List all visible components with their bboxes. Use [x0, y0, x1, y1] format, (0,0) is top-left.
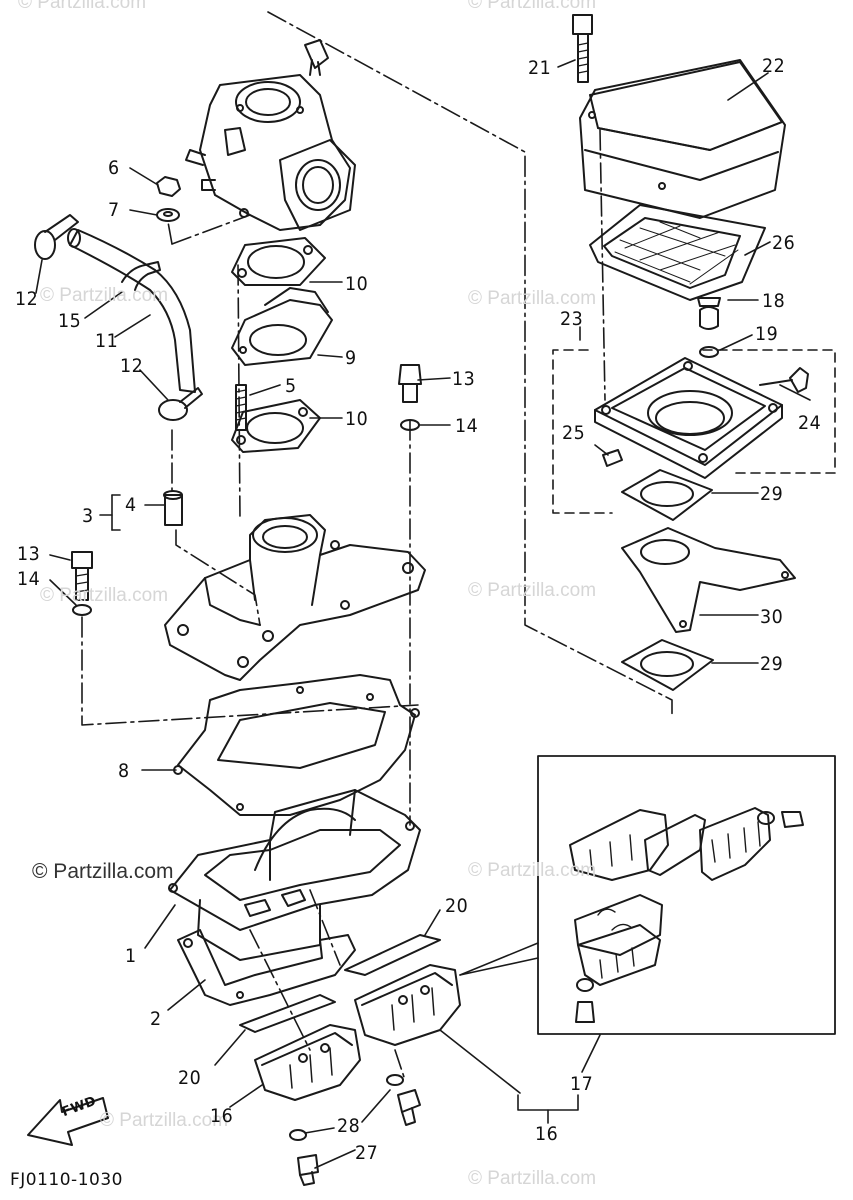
bolt-part-13-left — [72, 552, 92, 600]
washer-part-19 — [700, 347, 718, 357]
callout-14-left: 14 — [17, 568, 41, 590]
callout-26: 26 — [772, 232, 796, 254]
callout-leaders — [36, 60, 810, 1168]
reed-valve-part-16-left — [255, 1025, 360, 1100]
gasket-part-2 — [178, 930, 355, 1005]
callout-20-right: 20 — [445, 895, 469, 917]
bolt-part-21 — [573, 15, 592, 82]
callout-1: 1 — [125, 945, 137, 967]
callout-13-left: 13 — [17, 543, 41, 565]
callout-14-right: 14 — [455, 415, 479, 437]
reed-gasket-part-20-left — [240, 995, 335, 1032]
callout-11: 11 — [95, 330, 119, 352]
callout-23: 23 — [560, 308, 584, 330]
airbox-cover-part-22 — [580, 60, 785, 218]
callout-24: 24 — [798, 412, 822, 434]
plate-part-9 — [232, 288, 332, 365]
gasket-part-8 — [174, 675, 419, 815]
bracket-part-30 — [622, 528, 795, 632]
callout-22: 22 — [762, 55, 786, 77]
reed-valve-part-16-right — [355, 965, 460, 1045]
callout-6: 6 — [108, 157, 120, 179]
sleeve-part-4 — [164, 491, 182, 525]
washer-part-14-right — [401, 420, 419, 430]
clamp-part-12-lower — [159, 388, 202, 420]
watermark: © Partzilla.com — [40, 585, 169, 606]
watermark: © Partzilla.com — [40, 285, 169, 306]
callout-20-left: 20 — [178, 1067, 202, 1089]
callout-18: 18 — [762, 290, 786, 312]
intake-manifold-part-3 — [165, 515, 425, 680]
washer-part-14-left — [73, 605, 91, 615]
screw-part-27-right — [398, 1090, 420, 1125]
bolt-part-13-right — [399, 365, 421, 402]
washer-part-28-left — [290, 1130, 306, 1140]
callout-17: 17 — [570, 1073, 594, 1095]
callout-3: 3 — [82, 505, 94, 527]
fwd-arrow-icon — [28, 1098, 108, 1145]
watermark: © Partzilla.com — [18, 0, 147, 13]
screw-part-18 — [698, 298, 720, 329]
callout-15: 15 — [58, 310, 82, 332]
callout-9: 9 — [345, 347, 357, 369]
washer-part-28-right — [387, 1075, 403, 1085]
callout-16-right: 16 — [535, 1123, 559, 1145]
screw-part-27-left — [298, 1155, 318, 1185]
screw-part-25 — [603, 450, 622, 466]
callout-19: 19 — [755, 323, 779, 345]
callout-2: 2 — [150, 1008, 162, 1030]
callout-5: 5 — [285, 375, 297, 397]
callout-4: 4 — [125, 494, 137, 516]
callout-30: 30 — [760, 606, 784, 628]
callout-13-right: 13 — [452, 368, 476, 390]
callout-28: 28 — [337, 1115, 361, 1137]
clip-part-15 — [122, 262, 160, 290]
detail-box-part-17 — [538, 756, 835, 1034]
assembly-guide-lines — [82, 12, 672, 1080]
hose-part-11 — [68, 229, 195, 392]
watermark: © Partzilla.com — [100, 1110, 229, 1131]
callout-21: 21 — [528, 57, 552, 79]
fitting-part-24 — [790, 368, 808, 392]
callout-29-bottom: 29 — [760, 653, 784, 675]
clamp-part-12-top — [35, 215, 78, 259]
callout-29-top: 29 — [760, 483, 784, 505]
callout-7: 7 — [108, 199, 120, 221]
callout-27: 27 — [355, 1142, 379, 1164]
carburetor — [186, 40, 355, 230]
callout-16-left: 16 — [210, 1105, 234, 1127]
diagram-code: FJ0110-1030 — [10, 1170, 123, 1190]
callout-12-lower: 12 — [120, 355, 144, 377]
gasket-part-29-top — [622, 470, 712, 520]
watermark: © Partzilla.com — [468, 860, 597, 881]
gasket-part-10-top — [232, 238, 325, 285]
reed-housing-part-1 — [169, 790, 420, 960]
callout-12-top: 12 — [15, 288, 39, 310]
callout-10-top: 10 — [345, 273, 369, 295]
watermark-main: © Partzilla.com — [32, 860, 174, 883]
watermark: © Partzilla.com — [468, 288, 597, 309]
callout-10-lower: 10 — [345, 408, 369, 430]
callout-25: 25 — [562, 422, 586, 444]
gasket-part-29-bottom — [622, 640, 713, 690]
stud-part-5 — [236, 385, 246, 430]
filter-element-part-26 — [590, 205, 765, 300]
reed-gasket-part-20-right — [345, 935, 440, 975]
airbox-base-plate — [595, 358, 782, 478]
assembly-box-part-23 — [553, 350, 612, 513]
watermark: © Partzilla.com — [468, 0, 597, 13]
callout-8: 8 — [118, 760, 130, 782]
watermark: © Partzilla.com — [468, 1168, 597, 1189]
watermark: © Partzilla.com — [468, 580, 597, 601]
reed-detail-exploded — [570, 808, 803, 1022]
nut-part-6 — [157, 177, 180, 196]
